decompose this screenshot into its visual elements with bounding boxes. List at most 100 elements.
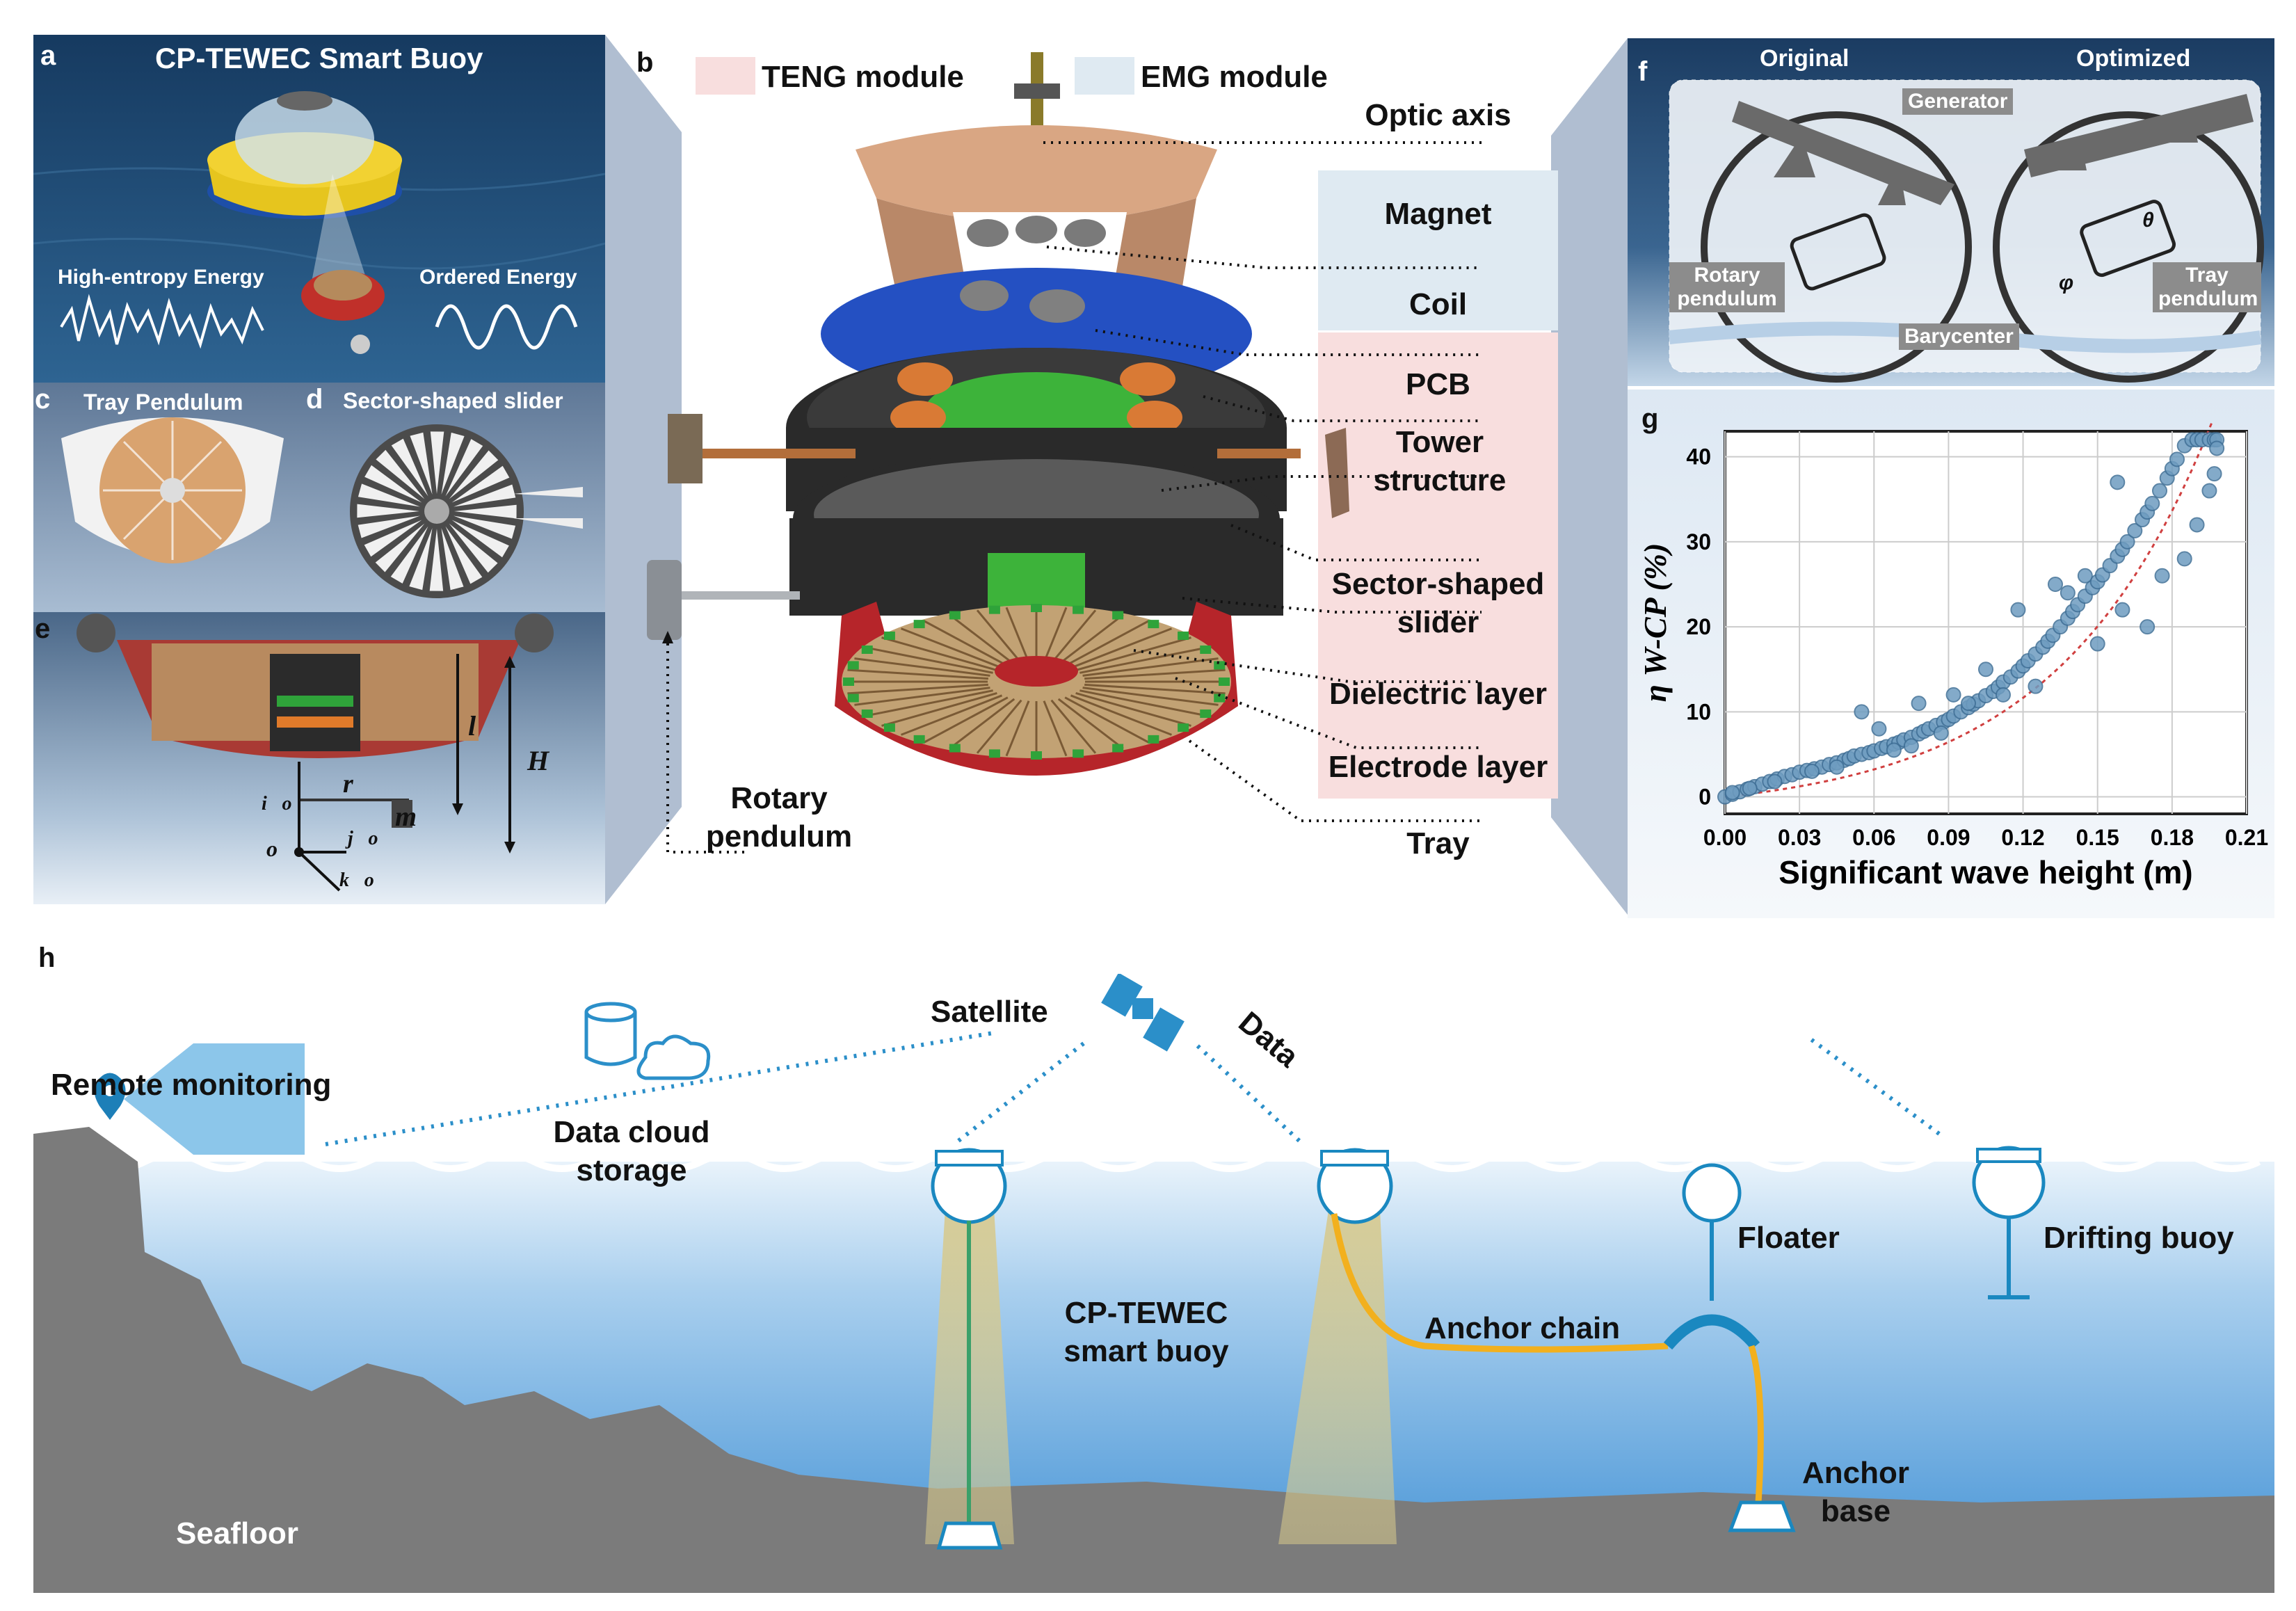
electrode-sector — [1057, 698, 1124, 750]
scatter-point — [2152, 483, 2167, 499]
plot-area — [1724, 430, 2248, 815]
scatter-point — [2114, 602, 2130, 618]
phi-symbol: φ — [2059, 271, 2074, 294]
scatter-point — [2127, 523, 2143, 538]
legend-teng-swatch — [696, 57, 755, 95]
data-cloud-label: Data cloud storage — [553, 1115, 710, 1187]
label-electrode-layer: Electrode layer — [1328, 750, 1548, 784]
electrode-sector — [1050, 699, 1097, 754]
panel-letter-c: c — [35, 384, 51, 415]
panel-f: f Original Optimized Generator Rotary pe… — [1628, 38, 2274, 386]
electrode-pad — [1200, 646, 1212, 655]
y-tick-label: 40 — [1686, 444, 1711, 470]
generator-label: Generator — [1902, 88, 2014, 115]
mooring-base-1 — [936, 1521, 1003, 1550]
electrode-pad — [913, 735, 925, 744]
buoy-dome — [235, 94, 374, 184]
floater — [1682, 1163, 1742, 1223]
electrode-sector — [901, 627, 1003, 669]
slider-petal — [391, 438, 428, 497]
scatter-point — [1903, 738, 1919, 754]
legend-emg-label: EMG module — [1141, 60, 1328, 94]
teng-label-box — [1318, 332, 1558, 799]
symbol-m: m — [395, 801, 417, 832]
slider-petals — [357, 431, 517, 591]
electrode-sector — [847, 683, 988, 695]
slider-petal — [429, 529, 444, 591]
label-rotary-pendulum: Rotary pendulum — [705, 781, 853, 853]
exploded-view — [647, 52, 1482, 853]
anchor-chain-label: Anchor chain — [1424, 1311, 1621, 1345]
x-tick-label: 0.09 — [1927, 825, 1970, 850]
drifting-buoy-label: Drifting buoy — [2044, 1221, 2234, 1255]
scatter-point — [1886, 742, 1902, 758]
electrode-sector — [949, 698, 1015, 750]
scatter-point — [2154, 568, 2170, 584]
panel-connector-left — [605, 35, 682, 904]
electrode-sector — [976, 699, 1022, 754]
scatter-point — [2089, 636, 2105, 652]
label-tower-structure: Tower structure — [1373, 425, 1507, 497]
scatter-point — [1767, 774, 1783, 790]
theta-symbol: θ — [2142, 209, 2154, 232]
scatter-point — [1961, 696, 1976, 712]
floater-label: Floater — [1737, 1221, 1840, 1255]
panel-letter-b: b — [636, 47, 654, 78]
panel-letter-h: h — [38, 943, 56, 973]
electrode-sector — [865, 646, 993, 674]
panel-a: a CP-TEWEC Smart Buoy High-entropy Energ… — [33, 35, 605, 383]
panel-letter-e: e — [35, 614, 51, 644]
cloud-storage-icon — [584, 1002, 711, 1080]
panel-f-art — [1668, 79, 2264, 383]
electrode-pad — [1031, 751, 1042, 760]
panel-letter-g: g — [1641, 403, 1659, 434]
scatter-point — [1724, 785, 1740, 801]
location-pin-icon — [94, 1073, 126, 1120]
scatter-point — [2048, 577, 2063, 592]
electrode-sector — [854, 657, 990, 677]
symbol-i: i⃗o — [262, 793, 292, 815]
rotary-pendulum-label: Rotary pendulum — [1669, 262, 1785, 312]
scatter-point — [1996, 687, 2011, 703]
electrode-pad — [861, 709, 873, 718]
electrode-pad — [988, 605, 1000, 614]
slider-petal — [454, 504, 517, 519]
x-tick-label: 0.15 — [2076, 825, 2119, 850]
label-pcb: PCB — [1406, 367, 1470, 401]
electrode-pad — [988, 749, 1000, 758]
slider-petal — [453, 484, 516, 507]
x-tick-label: 0.06 — [1852, 825, 1895, 850]
symbol-r: r — [343, 769, 353, 799]
smart-buoy-label: CP-TEWEC smart buoy — [1063, 1296, 1229, 1368]
slider-petal — [451, 520, 509, 558]
panel-connector-right — [1551, 38, 1628, 915]
high-entropy-wave — [60, 294, 264, 349]
label-magnet: Magnet — [1384, 197, 1492, 231]
electrode-sector — [865, 689, 993, 717]
electrode-sector — [881, 636, 997, 671]
leader-lines — [666, 141, 1482, 853]
remote-monitoring-label: Remote monitoring — [51, 1068, 332, 1102]
legend-teng-label: TENG module — [762, 60, 964, 94]
label-tray: Tray — [1406, 826, 1470, 860]
electrode-pad — [1148, 735, 1159, 744]
electrode-sector — [1043, 700, 1068, 757]
slider-petal — [449, 450, 499, 499]
slider-petal — [358, 515, 420, 538]
electrode-pad — [847, 694, 859, 703]
slider-petal — [445, 526, 483, 584]
electrode-pad — [913, 620, 925, 629]
electrode-sector — [1084, 668, 1226, 680]
original-label: Original — [1760, 45, 1849, 72]
scatter-point — [1933, 725, 1949, 741]
electrode-sector — [923, 620, 1009, 667]
electrode-pad — [1031, 604, 1042, 612]
scatter-point — [1945, 687, 1961, 703]
slider-petal — [441, 432, 465, 495]
x-tick-label: 0.21 — [2225, 825, 2268, 850]
slider-petal — [451, 465, 510, 503]
electrode-sector — [1070, 694, 1172, 736]
scatter-point — [2206, 466, 2222, 482]
scatter-point — [1742, 780, 1758, 796]
